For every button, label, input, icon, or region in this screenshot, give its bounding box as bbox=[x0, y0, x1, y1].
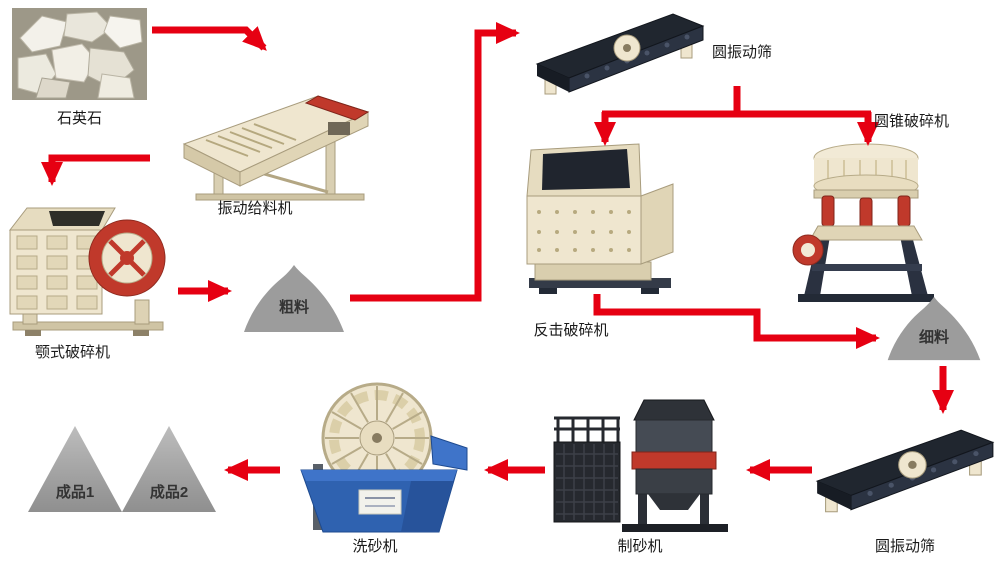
product-2-label: 成品2 bbox=[149, 484, 189, 501]
feeder-motor bbox=[328, 122, 350, 135]
arrow-quartz-to-feeder bbox=[152, 26, 267, 51]
impact-crusher-label: 反击破碎机 bbox=[533, 322, 609, 339]
sand-making-machine bbox=[550, 396, 735, 534]
sand-washer-label: 洗砂机 bbox=[352, 538, 398, 555]
quartz-rocks-image bbox=[12, 8, 147, 100]
sand-maker-label: 制砂机 bbox=[617, 538, 663, 555]
screen-top-image bbox=[535, 13, 705, 95]
jaw-crusher bbox=[5, 196, 175, 338]
jaw-crusher-label: 颚式破碎机 bbox=[34, 344, 110, 361]
arrow-coarse-to-screen-top bbox=[350, 22, 520, 302]
vibrating-feeder-image bbox=[182, 95, 370, 201]
circular-vibrating-screen-bottom bbox=[815, 422, 995, 524]
platform-railing bbox=[554, 416, 620, 442]
bucket-wheel bbox=[321, 382, 433, 494]
screen-top-label: 圆振动筛 bbox=[711, 44, 772, 61]
fine-material-pile: 细料 bbox=[884, 294, 984, 362]
screen-bottom-image bbox=[815, 429, 995, 513]
cone-crusher bbox=[788, 136, 938, 302]
coarse-pile-label: 粗料 bbox=[278, 298, 309, 316]
product-1-label: 成品1 bbox=[55, 484, 95, 501]
fine-pile-label: 细料 bbox=[918, 328, 949, 346]
impact-feed-inlet bbox=[542, 149, 630, 190]
impact-crusher bbox=[515, 138, 685, 296]
sand-washing-machine bbox=[283, 380, 470, 536]
sand-maker-image bbox=[553, 399, 728, 532]
fine-pile-shape bbox=[887, 296, 981, 361]
arrow-feeder-to-jaw-crusher bbox=[41, 154, 150, 186]
quartz-stone-photo bbox=[12, 8, 147, 100]
jaw-flywheel bbox=[88, 219, 166, 297]
coarse-pile-shape bbox=[244, 265, 344, 332]
cone-drive-wheel bbox=[792, 234, 824, 266]
sand-maker-red-band bbox=[631, 451, 717, 470]
quartz-label: 石英石 bbox=[56, 110, 102, 127]
coarse-material-pile: 粗料 bbox=[240, 262, 348, 334]
cone-crusher-image bbox=[792, 143, 934, 302]
jaw-crusher-image bbox=[8, 207, 166, 336]
sand-washer-image bbox=[300, 382, 468, 533]
feeder-label: 振动给料机 bbox=[217, 200, 293, 217]
vibrating-feeder bbox=[178, 84, 373, 202]
cone-crusher-label: 圆锥破碎机 bbox=[874, 113, 950, 130]
cone-hydraulic-cylinders bbox=[821, 195, 911, 229]
product-2-pile: 成品2 bbox=[122, 426, 216, 512]
screen-bottom-label: 圆振动筛 bbox=[874, 538, 935, 555]
washer-name-plate bbox=[358, 489, 402, 515]
product-1-pile: 成品1 bbox=[28, 426, 122, 512]
impact-crusher-image bbox=[526, 143, 674, 294]
circular-vibrating-screen-top bbox=[535, 6, 705, 106]
